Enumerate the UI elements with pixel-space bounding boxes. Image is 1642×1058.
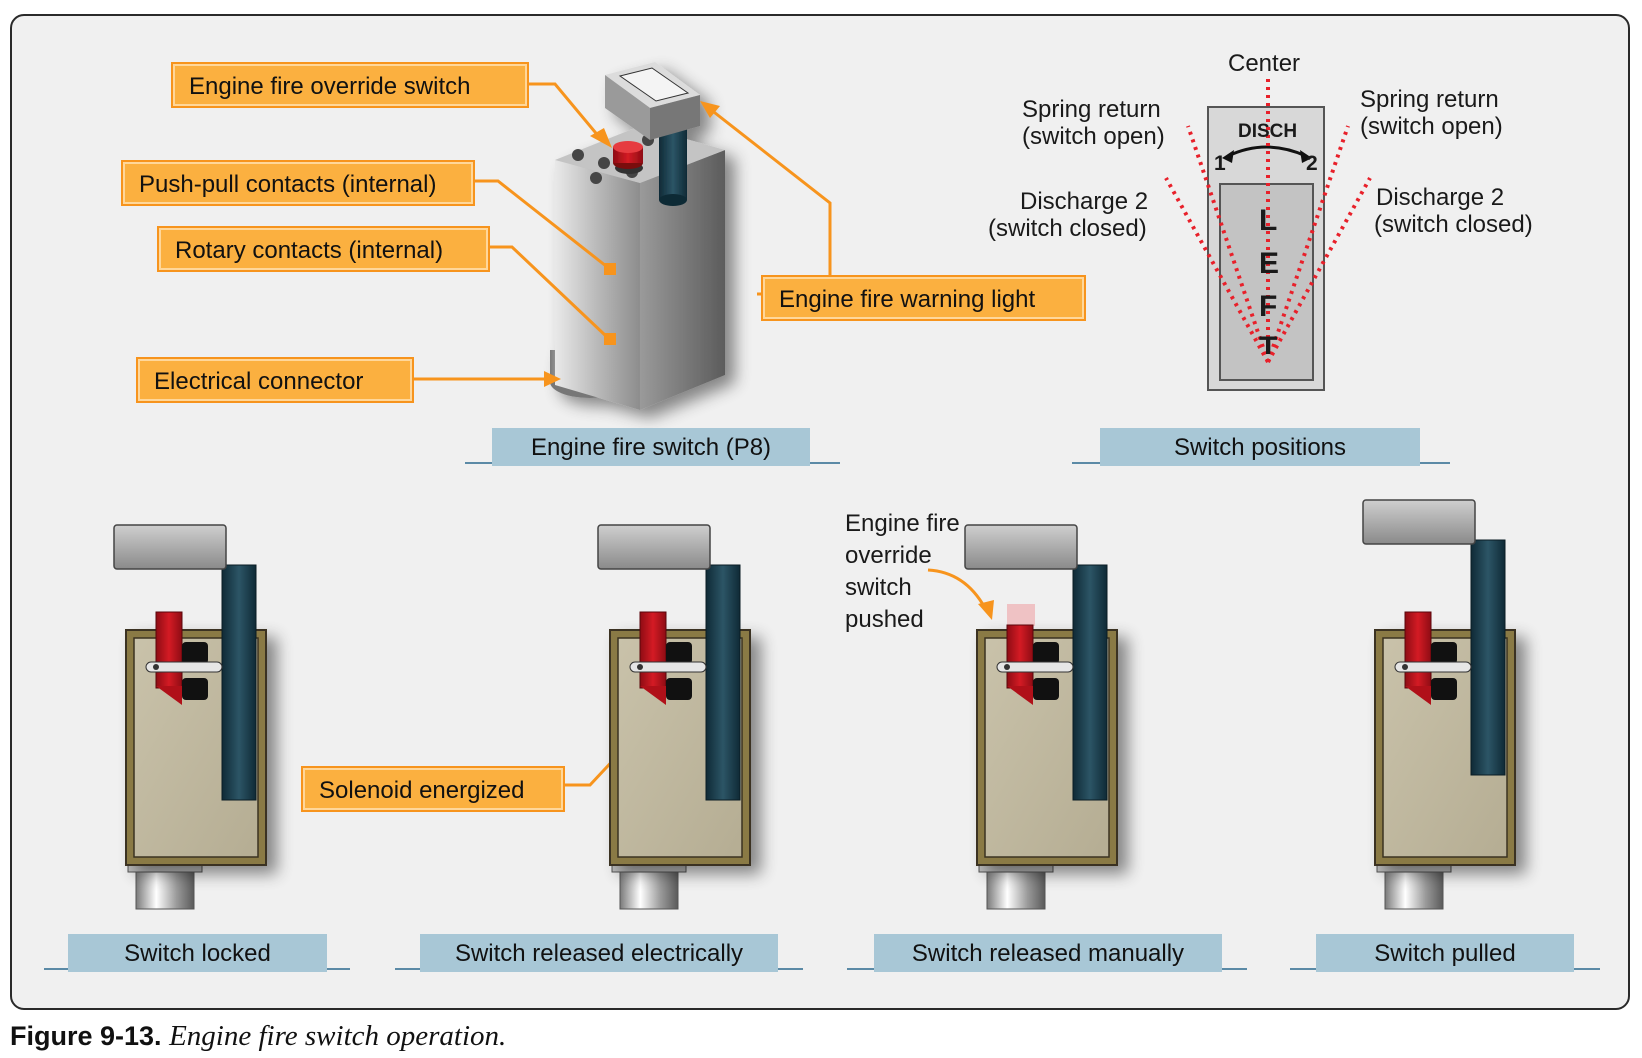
caption-released-electrically: Switch released electrically	[420, 934, 778, 972]
figure-caption: Figure 9-13. Engine fire switch operatio…	[10, 1020, 506, 1053]
handle-letter-e: E	[1259, 247, 1280, 280]
override-pushed-label: Engine fire override switch pushed	[845, 508, 960, 636]
callout-warning-light: Engine fire warning light	[761, 275, 1086, 321]
override-pushed-line2: override	[845, 542, 932, 569]
discharge-left-line2: (switch closed)	[988, 215, 1147, 242]
spring-return-left-line2: (switch open)	[1022, 123, 1165, 150]
handle-letter-t: T	[1259, 334, 1278, 354]
center-label: Center	[1228, 50, 1301, 77]
push-pull-marker	[604, 263, 616, 275]
discharge-left-line1: Discharge 2	[1020, 188, 1149, 215]
switch-released-electrically-illustration	[597, 524, 751, 910]
callout-push-pull-contacts: Push-pull contacts (internal)	[121, 160, 475, 206]
discharge-right-line2: (switch closed)	[1374, 211, 1533, 238]
position-2-label: 2	[1306, 152, 1318, 175]
handle-letter-f: F	[1259, 290, 1278, 323]
disch-label: DISCH	[1238, 121, 1298, 142]
callout-electrical-connector: Electrical connector	[136, 357, 414, 403]
handle-letter-l: L	[1259, 204, 1278, 237]
spring-return-left-line1: Spring return	[1022, 96, 1161, 123]
spring-return-right-line1: Spring return	[1360, 86, 1499, 113]
callout-override-switch: Engine fire override switch	[171, 62, 529, 108]
switch-released-manually-illustration	[964, 524, 1118, 910]
position-dotted-lines	[1164, 78, 1372, 363]
callout-rotary-contacts: Rotary contacts (internal)	[157, 226, 490, 272]
figure-title: Engine fire switch operation.	[169, 1020, 507, 1052]
switch-pulled-illustration	[1362, 499, 1516, 910]
spring-return-right-line2: (switch open)	[1360, 113, 1503, 140]
override-pushed-line1: Engine fire	[845, 510, 960, 537]
rotary-marker	[604, 333, 616, 345]
discharge-right-line1: Discharge 2	[1376, 184, 1505, 211]
caption-released-manually: Switch released manually	[874, 934, 1222, 972]
caption-switch-locked: Switch locked	[68, 934, 327, 972]
override-pushed-line4: pushed	[845, 606, 924, 633]
caption-switch-positions: Switch positions	[1100, 428, 1420, 466]
caption-switch-pulled: Switch pulled	[1316, 934, 1574, 972]
engine-fire-switch-3d	[550, 62, 725, 410]
figure-number: Figure 9-13.	[10, 1021, 162, 1051]
override-pushed-line3: switch	[845, 574, 912, 601]
callout-solenoid-energized: Solenoid energized	[301, 766, 565, 812]
switch-locked-illustration	[113, 524, 267, 910]
position-1-label: 1	[1214, 152, 1226, 175]
caption-engine-fire-switch: Engine fire switch (P8)	[492, 428, 810, 466]
